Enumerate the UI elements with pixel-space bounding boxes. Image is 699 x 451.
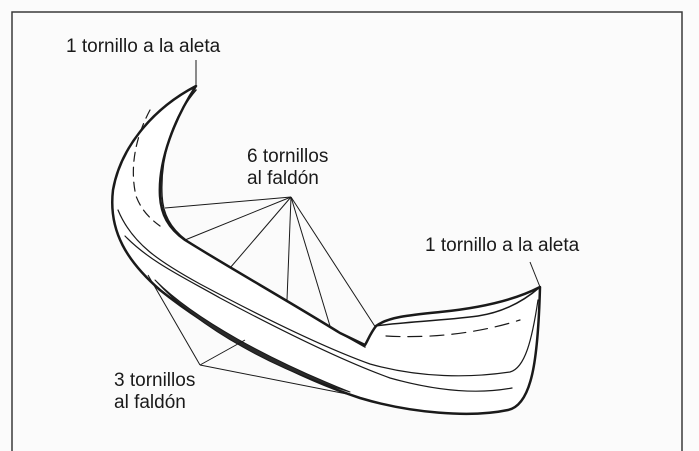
label-top-left-screw: 1 tornillo a la aleta <box>66 36 221 57</box>
bumper-groove-right <box>385 319 521 338</box>
leader-six-5 <box>290 196 331 327</box>
label-three-line-1: 3 tornillos <box>114 370 196 391</box>
leader-lines <box>147 60 541 396</box>
leader-six-2 <box>184 196 292 241</box>
label-six-line-1: 6 tornillos <box>247 146 329 167</box>
leader-right <box>529 261 541 288</box>
label-six-line-2: al faldón <box>247 168 319 189</box>
frame-border <box>11 11 683 451</box>
leader-six-6 <box>290 196 377 329</box>
bumper-top-edge <box>161 89 366 348</box>
leader-six-1 <box>164 196 292 209</box>
bumper-right-ridge <box>375 286 541 327</box>
leader-three-2 <box>199 339 246 366</box>
leader-three-1 <box>147 274 201 366</box>
bumper-contour-1 <box>117 209 539 377</box>
bumper-contour-2 <box>124 235 513 392</box>
leader-three-3 <box>199 364 353 396</box>
label-three-line-2: al faldón <box>114 392 186 413</box>
leader-six-3 <box>229 196 292 269</box>
leader-six-4 <box>286 196 292 301</box>
bumper-lower-band <box>154 279 351 393</box>
label-six-screws: 6 tornillos al faldón <box>247 146 328 190</box>
label-three-screws: 3 tornillos al faldón <box>114 370 195 414</box>
label-right-screw: 1 tornillo a la aleta <box>425 235 580 256</box>
